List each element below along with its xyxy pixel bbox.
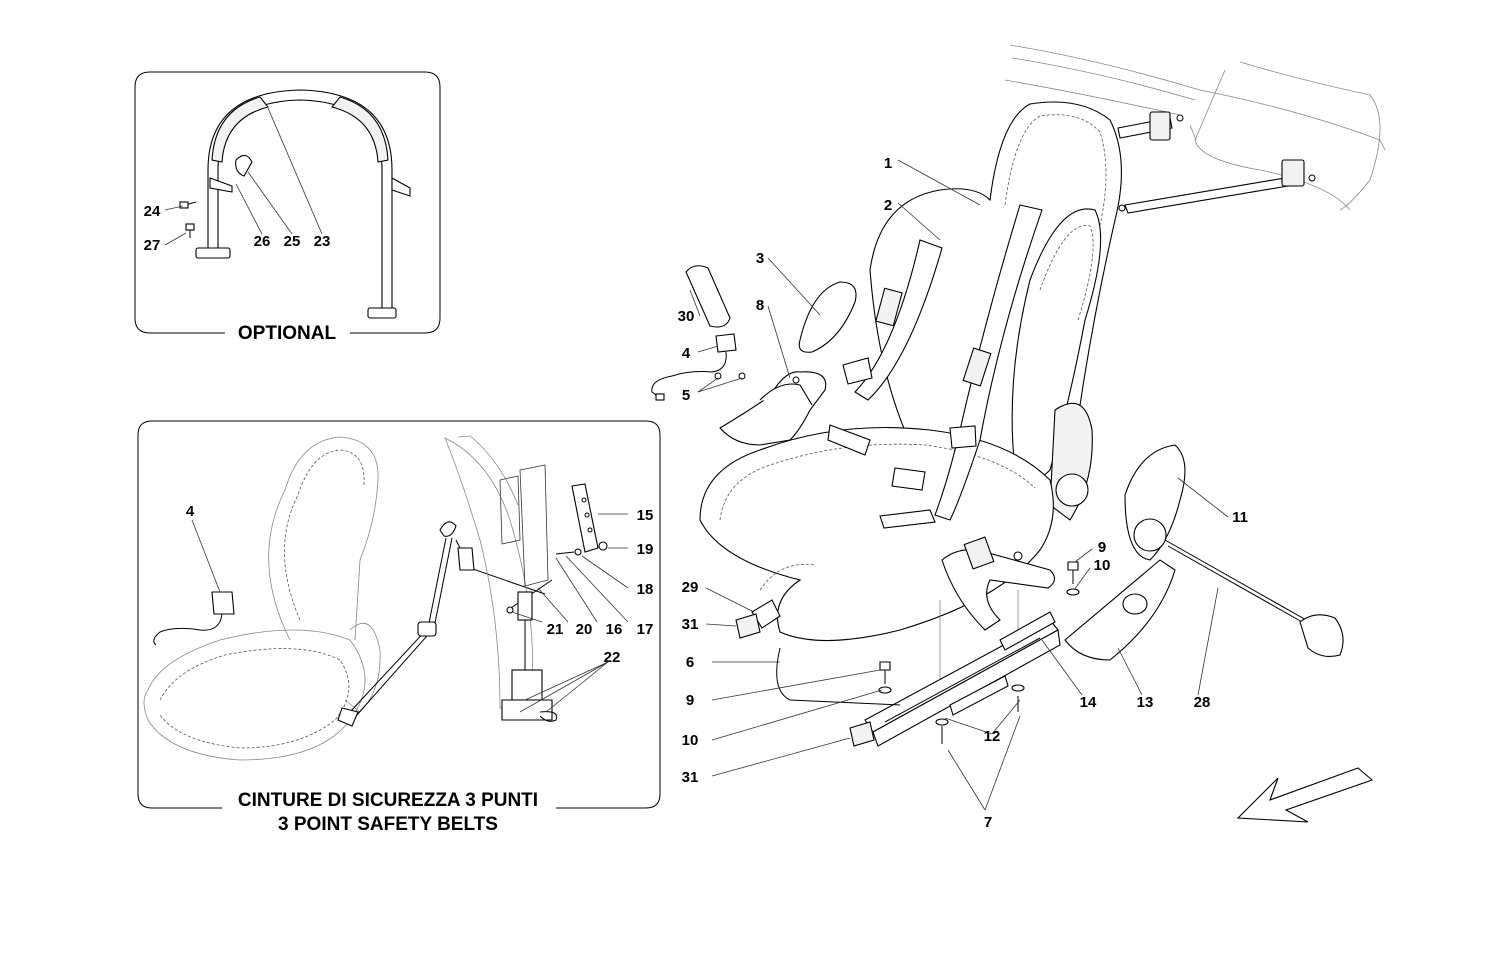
callout-27: 27 [144,237,161,254]
optional-panel-title: OPTIONAL [238,323,337,344]
callout-17: 17 [637,621,654,638]
b-pillar-drawing [444,435,608,722]
callout-21: 21 [547,621,564,638]
callout-28: 28 [1194,694,1211,711]
three-point-belts-panel: CINTURE DI SICUREZZA 3 PUNTI 3 POINT SAF… [137,420,661,835]
car-body-outline [1004,44,1386,211]
callout-1: 1 [884,155,892,172]
callout-24: 24 [144,203,161,220]
callout-5: 5 [682,387,690,404]
three-point-title-1: CINTURE DI SICUREZZA 3 PUNTI [238,790,538,811]
callout-12: 12 [984,728,1001,745]
callout-26: 26 [254,233,271,250]
callout-4-panel: 4 [186,503,195,520]
callout-9-right: 9 [1098,539,1106,556]
callout-23: 23 [314,233,331,250]
callout-25: 25 [284,233,301,250]
callout-10-right: 10 [1094,557,1111,574]
callout-4-main: 4 [682,345,691,362]
main-exploded-view: 1 2 3 30 8 4 5 11 9 10 29 31 6 9 10 31 1… [651,44,1386,831]
racing-seat-drawing [699,101,1122,700]
callout-14: 14 [1080,694,1097,711]
callout-3: 3 [756,250,764,267]
callout-30: 30 [678,308,695,325]
optional-panel: OPTIONAL 24 27 26 25 23 [134,71,441,344]
callout-6: 6 [686,654,694,671]
callout-2: 2 [884,197,892,214]
small-parts-drawing [651,265,1344,747]
three-point-title-2: 3 POINT SAFETY BELTS [278,814,498,835]
seat-rails-drawing [776,611,1061,747]
callout-8: 8 [756,297,764,314]
callout-9-left: 9 [686,692,694,709]
roll-bar-drawing [179,89,411,319]
callout-18: 18 [637,581,654,598]
direction-arrow [1236,767,1374,823]
belt-drawing [153,521,546,727]
callout-31-bottom: 31 [682,769,699,786]
callout-31-top: 31 [682,616,699,633]
callout-19: 19 [637,541,654,558]
callout-22: 22 [604,649,621,666]
callout-13: 13 [1137,694,1154,711]
callout-11: 11 [1232,509,1248,526]
mounting-rod-drawing [1117,111,1316,214]
callout-16: 16 [606,621,623,638]
callout-29: 29 [682,579,699,596]
callout-20: 20 [576,621,593,638]
callout-15: 15 [637,507,654,524]
callout-7: 7 [984,814,992,831]
callout-10-left: 10 [682,732,699,749]
